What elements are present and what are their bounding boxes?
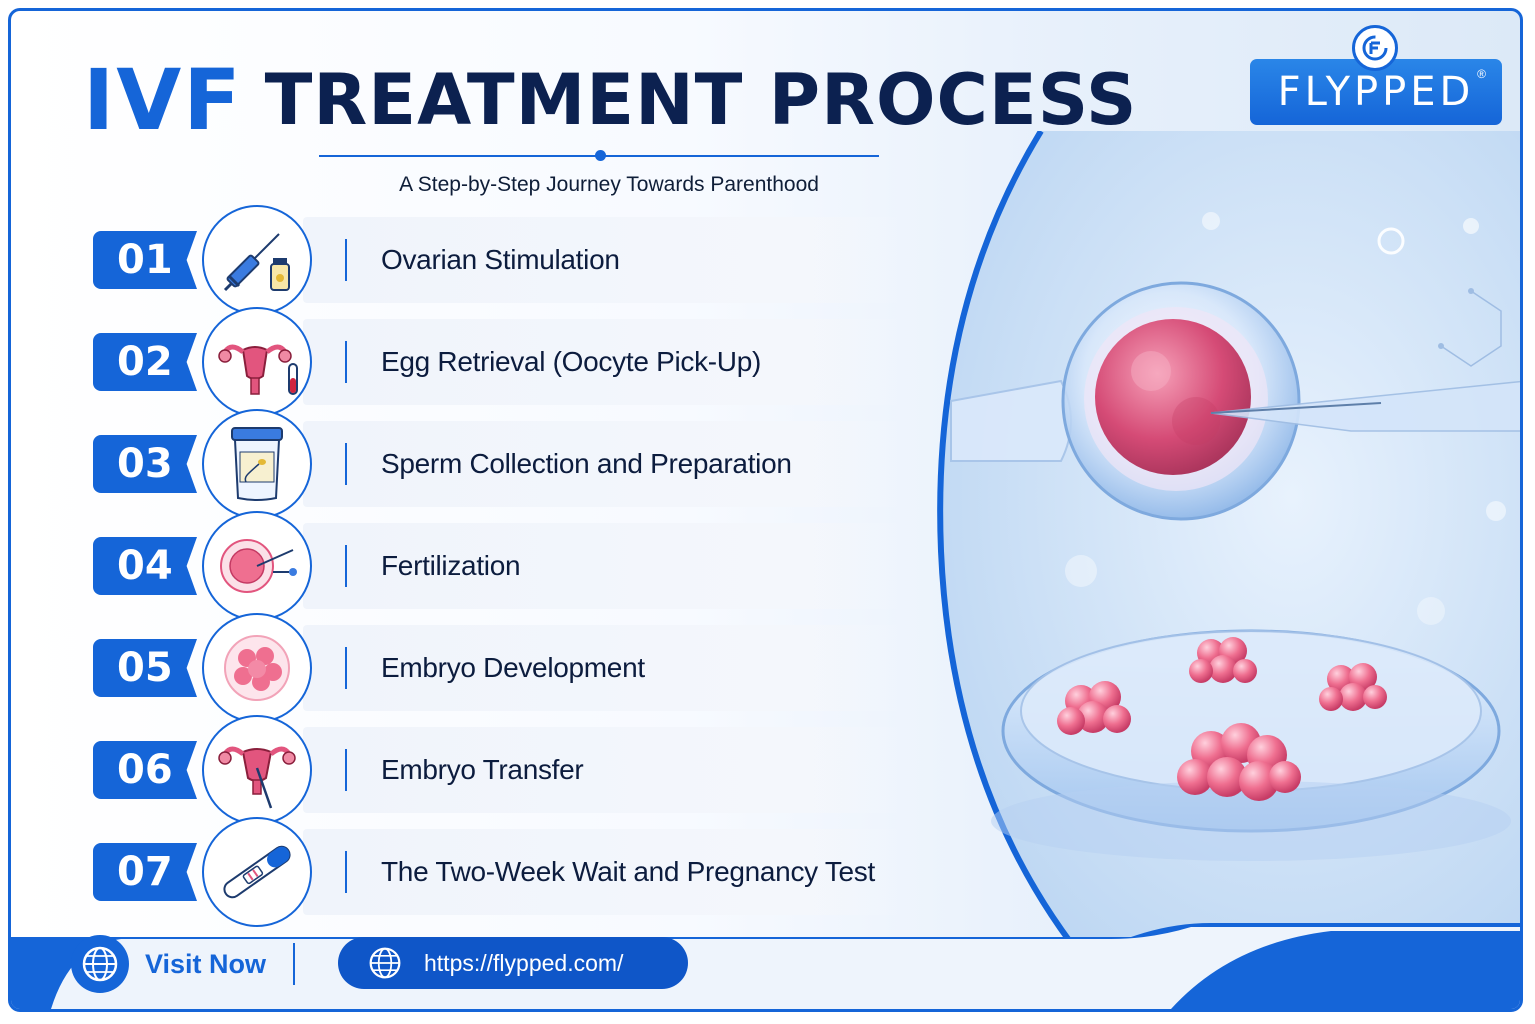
subtitle: A Step-by-Step Journey Towards Parenthoo… (399, 173, 819, 196)
step-number: 01 (93, 231, 197, 289)
step-band (303, 829, 903, 915)
uterus-test-tube-icon (202, 307, 312, 417)
website-url: https://flypped.com/ (424, 949, 624, 976)
visit-now-link[interactable]: Visit Now (71, 933, 266, 995)
specimen-cup-icon (202, 409, 312, 519)
brand-logo-text: FLYPPED (1277, 69, 1475, 115)
step-separator (345, 239, 347, 281)
pregnancy-test-icon (202, 817, 312, 927)
syringe-vial-icon (202, 205, 312, 315)
step-label: Ovarian Stimulation (381, 244, 620, 275)
step-separator (345, 749, 347, 791)
step-label: Sperm Collection and Preparation (381, 448, 792, 479)
step-4: 04 Fertilization (11, 511, 911, 621)
title-divider-dot (595, 150, 606, 161)
footer: Visit Now https://flypped.com/ (11, 923, 1520, 1009)
step-label: Egg Retrieval (Oocyte Pick-Up) (381, 346, 762, 377)
step-label: The Two-Week Wait and Pregnancy Test (381, 856, 875, 887)
step-separator (345, 341, 347, 383)
footer-separator (293, 943, 295, 985)
step-separator (345, 647, 347, 689)
step-number: 07 (93, 843, 197, 901)
step-band (303, 217, 903, 303)
title-rest: TREATMENT PROCESS (264, 59, 1138, 141)
circular-arrow-logo-icon (1352, 25, 1398, 71)
step-6: 06 Embryo Transfer (11, 715, 911, 825)
step-number: 05 (93, 639, 197, 697)
brand-logo[interactable]: FLYPPED ® (1250, 59, 1502, 125)
globe-icon (369, 947, 401, 979)
step-band (303, 421, 903, 507)
step-band (303, 523, 903, 609)
step-separator (345, 851, 347, 893)
step-7: 07 The Two-Week Wait and Pregnancy Test (11, 817, 911, 927)
step-1: 01 Ovarian Stimulation (11, 205, 911, 315)
ivf-illustration (911, 131, 1520, 943)
step-band (303, 727, 903, 813)
step-band (303, 625, 903, 711)
embryo-cells-icon (202, 613, 312, 723)
step-label: Embryo Development (381, 652, 645, 683)
step-number: 06 (93, 741, 197, 799)
step-5: 05 Embryo Development (11, 613, 911, 723)
step-separator (345, 443, 347, 485)
infographic-frame: IVF TREATMENT PROCESS A Step-by-Step Jour… (8, 8, 1523, 1012)
step-number: 02 (93, 333, 197, 391)
website-url-button[interactable]: https://flypped.com/ (338, 937, 688, 989)
globe-icon (71, 935, 129, 993)
step-number: 04 (93, 537, 197, 595)
step-label: Embryo Transfer (381, 754, 584, 785)
step-number: 03 (93, 435, 197, 493)
embryo-cluster (1057, 681, 1131, 735)
uterus-catheter-icon (202, 715, 312, 825)
registered-mark: ® (1477, 67, 1486, 81)
step-separator (345, 545, 347, 587)
step-band (303, 319, 903, 405)
step-2: 02 Egg Retrieval (Oocyte Pick-Up) (11, 307, 911, 417)
step-label: Fertilization (381, 550, 521, 581)
step-3: 03 Sperm Collection and Preparation (11, 409, 911, 519)
title-accent: IVF (83, 51, 243, 149)
visit-now-label: Visit Now (145, 948, 267, 979)
egg-injection-icon (202, 511, 312, 621)
page-title: IVF TREATMENT PROCESS (83, 51, 1137, 161)
